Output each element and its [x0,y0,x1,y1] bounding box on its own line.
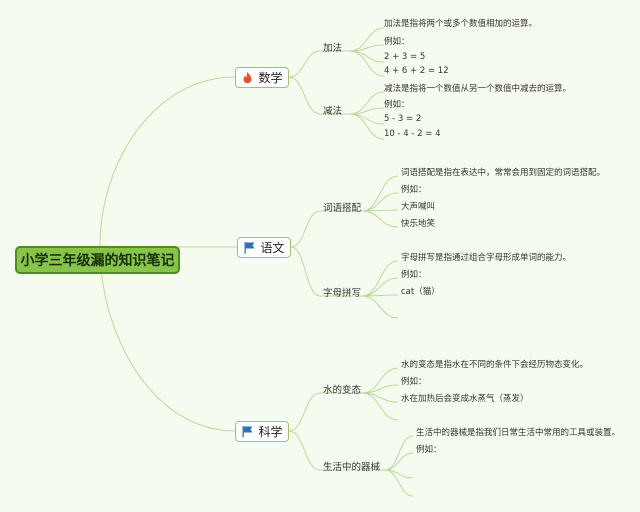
leaf-note: 大声喊叫 [401,202,436,212]
sub-leaf-connector [361,260,399,297]
sub-leaf-connector [384,469,414,497]
sub-node-water-states[interactable]: 水的变态 [323,385,362,396]
branch-sub-connector [290,210,321,248]
leaf-note: 词语搭配是指在表达中，常常会用到固定的词语搭配。 [401,168,606,178]
branch-sub-connector [288,430,321,471]
sub-node-daily-tools[interactable]: 生活中的器械 [323,462,381,473]
leaf-note: 2 + 3 = 5 [384,52,426,62]
root-branch-connector [99,76,236,247]
sub-leaf-connector [349,50,385,63]
sub-leaf-connector [361,175,399,212]
sub-leaf-connector [349,113,385,140]
leaf-note: 水的变态是指水在不同的条件下会经历物态变化。 [401,360,589,370]
leaf-note: 例如： [401,270,427,280]
leaf-note: 例如： [384,37,410,47]
leaf-note: 快乐地笑 [401,219,436,229]
branch-label: 语文 [260,241,285,255]
sub-node-addition[interactable]: 加法 [323,43,343,54]
sub-leaf-connector [384,452,414,471]
sub-leaf-connector [349,113,385,125]
sub-leaf-connector [349,27,385,52]
branch-sub-connector [288,76,321,115]
leaf-note: 减法是指将一个数值从另一个数值中减去的运算。 [384,84,572,94]
leaf-note: cat（猫） [401,287,440,297]
branch-sub-connector [290,246,321,297]
leaf-note: 4 + 6 + 2 = 12 [384,66,449,76]
flag-icon [241,425,254,438]
sub-leaf-connector [361,392,399,421]
sub-leaf-connector [361,210,399,228]
sub-leaf-connector [361,192,399,212]
sub-leaf-connector [361,367,399,394]
leaf-note: 10 - 4 - 2 = 4 [384,129,441,139]
leaf-note: 5 - 3 = 2 [384,114,422,124]
branch-science[interactable]: 科学 [235,421,289,442]
sub-node-spelling[interactable]: 字母拼写 [323,288,362,299]
leaf-note: 例如： [416,445,442,455]
branch-chinese[interactable]: 语文 [237,237,291,258]
leaf-note: 例如： [384,100,410,110]
sub-leaf-connector [361,277,399,297]
leaf-note: 生活中的器械是指我们日常生活中常用的工具或装置。 [416,428,621,438]
leaf-note: 例如： [401,377,427,387]
sub-node-subtraction[interactable]: 减法 [323,106,343,117]
branch-label: 数学 [258,71,283,85]
sub-leaf-connector [361,295,399,319]
leaf-note: 例如： [401,185,427,195]
fire-icon [241,71,254,84]
branch-sub-connector [288,392,321,432]
leaf-note: 字母拼写是指通过组合字母形成单词的能力。 [401,253,572,263]
branch-math[interactable]: 数学 [235,67,289,88]
sub-leaf-connector [349,50,385,77]
branch-label: 科学 [258,425,283,439]
leaf-note: 水在加热后会变成水蒸气（蒸发） [401,394,529,404]
root-branch-connector [99,245,236,432]
sub-leaf-connector [384,435,414,471]
branch-sub-connector [288,50,321,78]
leaf-note: 加法是指将两个或多个数值相加的运算。 [384,19,538,29]
root-node[interactable]: 小学三年级漏的知识笔记 [15,246,180,274]
flag-icon [243,241,256,254]
sub-node-word-collocation[interactable]: 词语搭配 [323,203,362,214]
